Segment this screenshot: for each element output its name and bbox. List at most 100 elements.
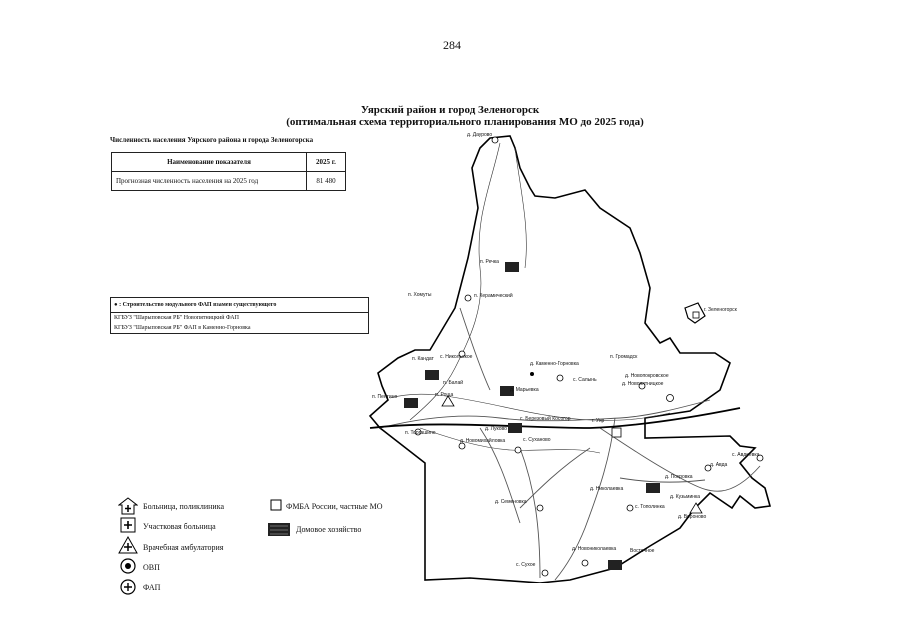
fap-box-row: КГБУЗ "Шарыповская РБ" ФАП в Каменно-Гор… xyxy=(114,325,251,331)
fap-icon xyxy=(514,446,522,454)
place-label: г. Уяр xyxy=(592,418,605,424)
legend-ovp-label: ОВП xyxy=(143,563,160,572)
place-label: с. Сухое xyxy=(516,562,536,568)
fmba-icon xyxy=(692,311,700,319)
place-label: г. Зеленогорск xyxy=(704,307,738,313)
legend-district-hospital-label: Участковая больница xyxy=(143,522,216,531)
district-boundary xyxy=(368,135,772,583)
place-label: п. Кандат xyxy=(412,356,435,362)
place-label: д. Вороново xyxy=(678,514,707,520)
place-label: п. Пентино xyxy=(372,394,397,400)
legend-fmba-label: ФМБА России, частные МО xyxy=(286,502,383,511)
place-label: д. Даурово xyxy=(467,132,492,138)
ovp-icon xyxy=(556,374,564,382)
population-caption: Численность населения Уярского района и … xyxy=(110,136,314,144)
legend-home-label: Домовое хозяйство xyxy=(296,525,362,534)
place-label: п. Торгашино xyxy=(405,430,436,436)
fap-icon xyxy=(581,559,589,567)
ambulatory-icon xyxy=(441,395,455,407)
district-hospital-icon xyxy=(120,517,136,533)
zelenogorsk-boundary xyxy=(684,302,706,324)
ovp-icon xyxy=(666,394,674,402)
ovp-icon xyxy=(120,558,136,574)
railway xyxy=(369,407,741,429)
fap-icon xyxy=(704,464,712,472)
facility-markers xyxy=(414,136,764,577)
home-icon xyxy=(508,423,522,433)
home-icon xyxy=(505,262,519,272)
hospital-icon xyxy=(118,497,138,515)
place-label: п. Роща xyxy=(435,392,453,398)
fap-box-row: КГБУЗ "Шарыповская РБ" Новопятницкий ФАП xyxy=(114,315,239,321)
place-label: с. Никольское xyxy=(440,354,473,360)
place-label: Восточное xyxy=(630,548,655,554)
place-label: п. Керамический xyxy=(474,292,513,299)
fap-box-header: ● : Строительство модульного ФАП взамен … xyxy=(111,298,368,313)
fap-icon xyxy=(626,504,634,512)
legend-fap-label: ФАП xyxy=(143,583,161,592)
fap-icon xyxy=(120,579,136,595)
home-icon xyxy=(268,523,290,536)
home-icon xyxy=(646,483,660,493)
fap-icon xyxy=(541,569,549,577)
fap-icon xyxy=(638,382,646,390)
table-cell: 81 480 xyxy=(306,171,346,191)
place-label: д. Авда xyxy=(710,462,728,468)
fap-icon xyxy=(458,442,466,450)
fap-construction-box: ● : Строительство модульного ФАП взамен … xyxy=(110,297,369,334)
fap-box-header-text: Строительство модульного ФАП взамен суще… xyxy=(122,302,277,308)
legend-ambulatory-label: Врачебная амбулатория xyxy=(143,543,224,552)
table-header-row: Наименование показателя 2025 г. xyxy=(111,152,346,172)
place-label: п. Балай xyxy=(443,379,463,386)
ambulatory-icon xyxy=(118,535,138,554)
rivers xyxy=(389,142,671,454)
home-icon xyxy=(425,370,439,380)
legend-icons-right xyxy=(268,499,290,536)
table-header-cell: 2025 г. xyxy=(306,152,346,172)
place-label: п. Хомуты xyxy=(408,292,432,298)
place-label: д. Кузьминка xyxy=(670,494,700,500)
fap-icon xyxy=(414,428,422,436)
fap-icon xyxy=(536,504,544,512)
table-row: Прогнозная численность населения на 2025… xyxy=(111,171,346,191)
place-label: п. Громадск xyxy=(610,354,638,360)
place-label: д. Новомихайловка xyxy=(460,437,505,444)
place-label: п. Речка xyxy=(480,259,499,265)
home-icon xyxy=(608,560,622,570)
place-label: д. Марьевка xyxy=(510,387,539,393)
place-label: с. Тополинка xyxy=(635,504,665,510)
map-title: Уярский район и город Зеленогорск xyxy=(360,104,540,116)
place-label: д. Новопятницкое xyxy=(622,381,664,387)
place-label: с. Авдеевка xyxy=(732,452,760,458)
home-icon xyxy=(404,398,418,408)
place-label: д. Новониколаевка xyxy=(572,546,616,552)
fmba-icon xyxy=(611,427,622,438)
place-label: д. Каменно-Горновка xyxy=(530,361,579,367)
place-label: с. Березовый Косогор xyxy=(520,415,571,422)
place-label: с. Салынь xyxy=(573,377,597,383)
district-map: д. Даурово п. Речка п. Керамический г. З… xyxy=(368,132,772,583)
legend-icons xyxy=(118,497,138,595)
place-label: с. Суханово xyxy=(523,437,551,443)
place-label: д. Луково xyxy=(485,426,507,432)
page-number: 284 xyxy=(443,38,461,52)
home-farm-markers xyxy=(404,262,660,570)
place-label: д. Николаевка xyxy=(590,486,623,492)
table-header-cell: Наименование показателя xyxy=(111,152,307,172)
place-label: д. Семеновка xyxy=(495,499,527,505)
new-fap-marker xyxy=(530,372,534,376)
fap-bullet-icon: ● : xyxy=(114,302,123,308)
ambulatory-icon xyxy=(689,502,703,514)
fmba-icon xyxy=(270,499,282,511)
table-cell: Прогнозная численность населения на 2025… xyxy=(111,171,307,191)
map-subtitle: (оптимальная схема территориального план… xyxy=(286,116,644,128)
population-table: Наименование показателя 2025 г. Прогнозн… xyxy=(111,152,346,191)
place-label: д. Покровка xyxy=(665,474,693,480)
fap-icon xyxy=(491,136,499,144)
legend-hospital-label: Больница, поликлиника xyxy=(143,502,225,511)
fap-icon xyxy=(458,350,466,358)
home-icon xyxy=(500,386,514,396)
fap-icon xyxy=(756,454,764,462)
place-label: д. Новопокровское xyxy=(625,373,669,379)
fap-icon xyxy=(464,294,472,302)
